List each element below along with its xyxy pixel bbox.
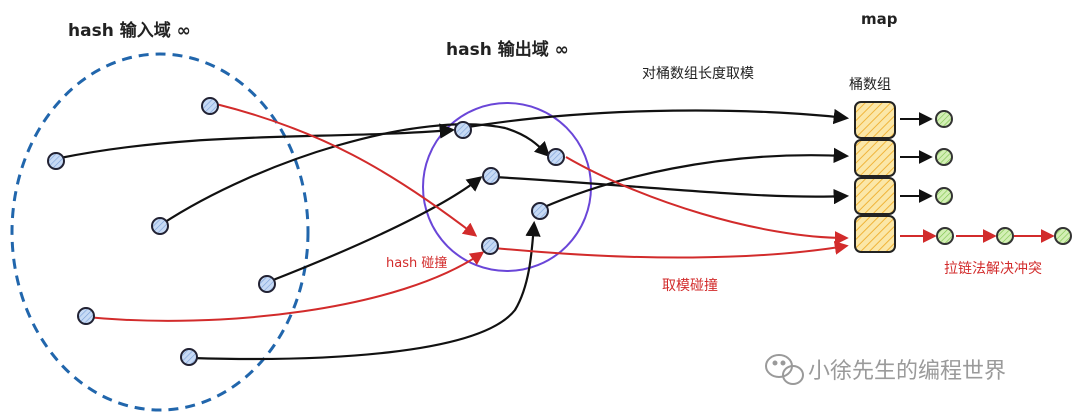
- chain-node: [935, 187, 953, 205]
- input-node: [201, 97, 219, 115]
- chaining-label: 拉链法解决冲突: [944, 261, 1042, 277]
- input-nodes: [47, 97, 276, 366]
- output-node: [547, 148, 565, 166]
- output-node: [454, 121, 472, 139]
- bucket-array: [854, 101, 896, 253]
- arrow-e: [492, 175, 850, 205]
- red-arrow-b: [85, 251, 485, 322]
- chain-node: [996, 227, 1014, 245]
- mod-collision-label: 取模碰撞: [662, 278, 718, 294]
- map-label: map: [861, 10, 898, 28]
- input-domain-label: hash 输入域 ∞: [68, 20, 191, 41]
- input-node: [258, 275, 276, 293]
- mod-bucket-label: 对桶数组长度取模: [642, 66, 754, 82]
- red-arrow-c: [493, 240, 849, 259]
- chain-node: [935, 148, 953, 166]
- arrow-f: [541, 147, 850, 210]
- bucket-array-label: 桶数组: [849, 77, 891, 93]
- bucket: [854, 177, 896, 215]
- bucket-chain-arrows: [900, 112, 933, 203]
- input-node: [77, 307, 95, 325]
- black-mappings: [59, 108, 850, 361]
- bucket: [854, 139, 896, 177]
- input-node: [180, 348, 198, 366]
- red-arrow-a: [215, 103, 478, 237]
- red-mappings: [85, 103, 849, 322]
- bucket: [854, 215, 896, 253]
- output-node: [531, 202, 549, 220]
- chain-node: [1054, 227, 1072, 245]
- arrow-b: [461, 108, 850, 130]
- chain-nodes: [935, 110, 1072, 245]
- input-node: [47, 152, 65, 170]
- arrow-d: [267, 176, 483, 284]
- input-node: [151, 217, 169, 235]
- hash-collision-label: hash 碰撞: [386, 256, 447, 271]
- arrow-a: [59, 123, 456, 160]
- output-node: [482, 167, 500, 185]
- wechat-icon: [765, 354, 804, 385]
- watermark: 小徐先生的编程世界: [765, 354, 1006, 385]
- output-nodes: [454, 121, 565, 255]
- output-domain-circle: [422, 102, 592, 272]
- output-domain-label: hash 输出域 ∞: [446, 39, 569, 60]
- red-arrow-d: [565, 156, 849, 245]
- watermark-text: 小徐先生的编程世界: [808, 359, 1006, 384]
- arrow-g: [191, 220, 541, 361]
- bucket: [854, 101, 896, 139]
- chain-node: [936, 227, 954, 245]
- output-node: [481, 237, 499, 255]
- chain-node: [935, 110, 953, 128]
- arrow-c: [161, 123, 551, 225]
- input-domain-ellipse: [10, 52, 310, 412]
